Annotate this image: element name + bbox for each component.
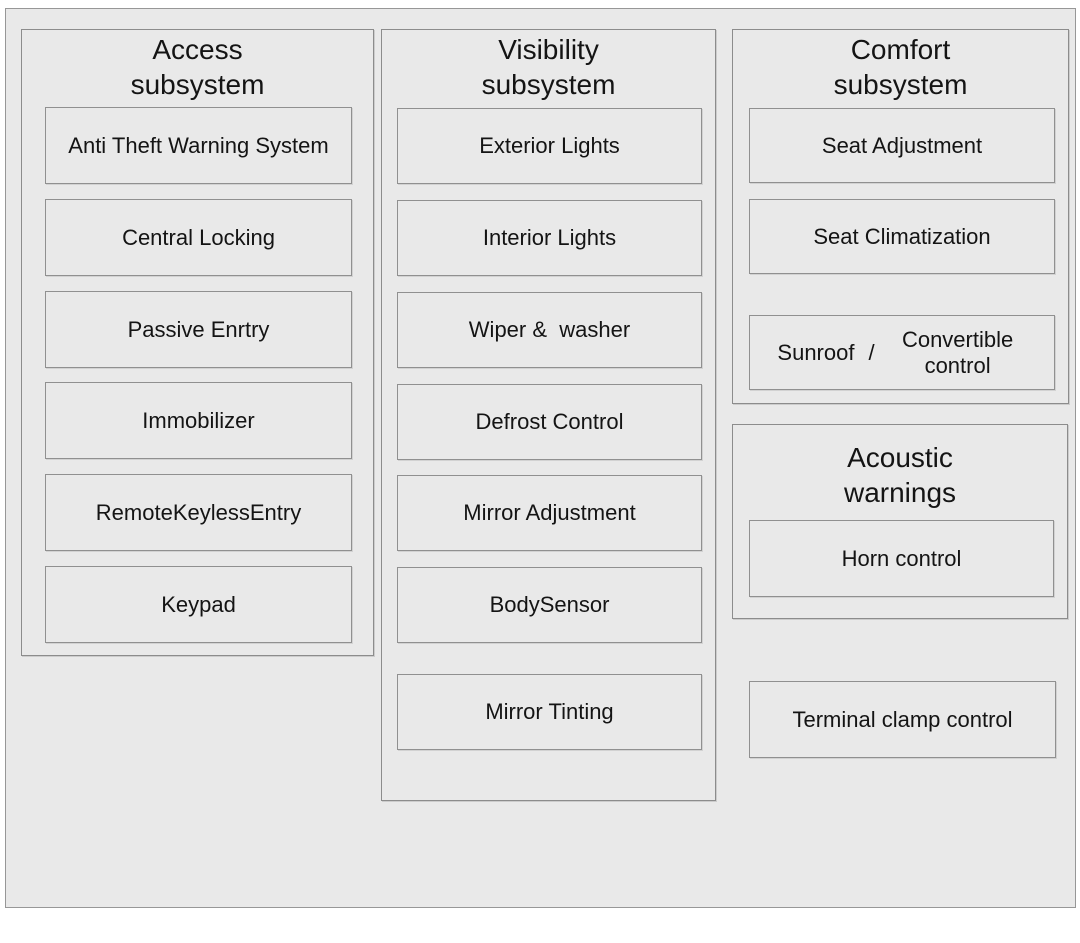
block-wiper-washer: Wiper & washer: [397, 292, 702, 368]
block-anti-theft-warning-system: Anti Theft Warning System: [45, 107, 352, 184]
block-terminal-clamp-control: Terminal clamp control: [749, 681, 1056, 758]
acoustic-warnings-title: Acoustic warnings: [843, 442, 957, 508]
acoustic-warnings-group: Acoustic warnings Horn control: [732, 424, 1068, 619]
block-mirror-tinting: Mirror Tinting: [397, 674, 702, 750]
comfort-subsystem-title: Comfort subsystem: [833, 34, 968, 100]
block-remote-keyless-entry: RemoteKeylessEntry: [45, 474, 352, 551]
access-subsystem-group: Access subsystem Anti Theft Warning Syst…: [21, 29, 374, 656]
block-central-locking: Central Locking: [45, 199, 352, 276]
block-passive-entry: Passive Enrtry: [45, 291, 352, 368]
block-immobilizer: Immobilizer: [45, 382, 352, 459]
block-defrost-control: Defrost Control: [397, 384, 702, 460]
body-electronics-overview-frame: Access subsystem Anti Theft Warning Syst…: [5, 8, 1076, 908]
access-subsystem-title: Access subsystem: [130, 34, 265, 100]
comfort-subsystem-group: Comfort subsystem Seat Adjustment Seat C…: [732, 29, 1069, 404]
block-horn-control: Horn control: [749, 520, 1054, 597]
visibility-subsystem-title: Visibility subsystem: [481, 34, 616, 100]
block-exterior-lights: Exterior Lights: [397, 108, 702, 184]
block-seat-climatization: Seat Climatization: [749, 199, 1055, 274]
block-keypad: Keypad: [45, 566, 352, 643]
block-mirror-adjustment: Mirror Adjustment: [397, 475, 702, 551]
block-body-sensor: BodySensor: [397, 567, 702, 643]
convertible-control-label: Convertible control: [901, 326, 1020, 378]
block-sunroof-convertible-control: Sunroof / Convertible control: [749, 315, 1055, 390]
sunroof-label: Sunroof: [777, 339, 855, 365]
slash-separator: /: [868, 339, 875, 365]
block-seat-adjustment: Seat Adjustment: [749, 108, 1055, 183]
visibility-subsystem-group: Visibility subsystem Exterior Lights Int…: [381, 29, 716, 801]
block-interior-lights: Interior Lights: [397, 200, 702, 276]
